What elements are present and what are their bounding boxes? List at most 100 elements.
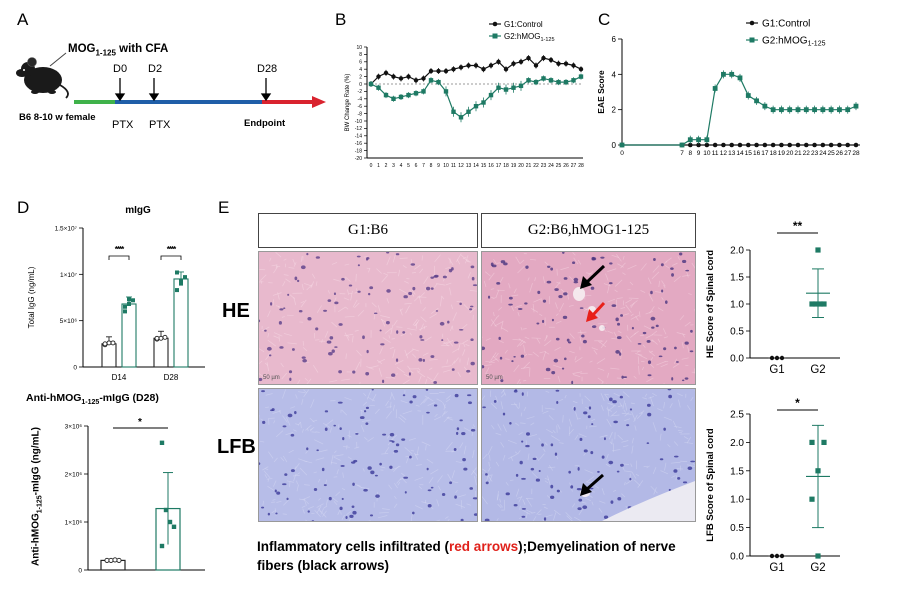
y-tick-label: -2 bbox=[358, 89, 363, 95]
data-point bbox=[787, 143, 792, 148]
y-tick-label: 0.5 bbox=[730, 327, 744, 338]
data-point bbox=[444, 89, 448, 93]
col-header-g1: G1:B6 bbox=[258, 213, 478, 248]
timeline-arrowhead bbox=[312, 96, 326, 108]
data-point bbox=[376, 86, 380, 90]
data-point bbox=[812, 143, 817, 148]
legend-marker-g2 bbox=[750, 38, 755, 43]
data-point bbox=[436, 69, 440, 73]
x-tick-label: 21 bbox=[526, 163, 532, 169]
data-point bbox=[729, 143, 734, 148]
data-point bbox=[754, 98, 759, 103]
data-point bbox=[481, 67, 485, 71]
x-tick-label: 0 bbox=[620, 150, 624, 157]
x-tick-label: 7 bbox=[422, 163, 425, 169]
data-point bbox=[804, 143, 809, 148]
data-point bbox=[376, 74, 380, 78]
legend-marker-g1 bbox=[750, 21, 755, 26]
data-point bbox=[845, 107, 850, 112]
y-tick-label: 1×10⁷ bbox=[60, 272, 78, 279]
x-tick-label: 11 bbox=[451, 163, 456, 169]
significance-bracket bbox=[161, 256, 181, 260]
data-point bbox=[556, 80, 560, 84]
data-point bbox=[541, 76, 545, 80]
data-point bbox=[421, 76, 425, 80]
day-label-d0: D0 bbox=[113, 63, 127, 75]
data-point bbox=[391, 97, 395, 101]
data-point bbox=[771, 107, 776, 112]
data-point bbox=[451, 67, 455, 71]
x-tick-label: 12 bbox=[720, 150, 728, 157]
x-tick-label: 26 bbox=[563, 163, 569, 169]
x-tick-label: 2 bbox=[385, 163, 388, 169]
x-tick-label: 19 bbox=[511, 163, 517, 169]
data-point bbox=[556, 61, 560, 65]
data-point bbox=[571, 78, 575, 82]
x-tick-label: 27 bbox=[571, 163, 577, 169]
data-point bbox=[796, 107, 801, 112]
data-point bbox=[721, 72, 726, 77]
data-point bbox=[534, 63, 538, 67]
chart-title: mIgG bbox=[125, 205, 151, 216]
x-tick-label: G1 bbox=[769, 562, 784, 574]
x-tick-label: 25 bbox=[556, 163, 562, 169]
y-tick-label: 0 bbox=[612, 141, 617, 150]
data-point bbox=[466, 63, 470, 67]
y-tick-label: -12 bbox=[355, 126, 362, 132]
legend-label-g2: G2:hMOG1-125 bbox=[504, 32, 555, 43]
x-tick-label: 23 bbox=[811, 150, 819, 157]
data-point bbox=[854, 104, 859, 109]
data-point bbox=[837, 143, 842, 148]
data-point bbox=[829, 143, 834, 148]
data-point bbox=[123, 305, 127, 309]
y-tick-label: -8 bbox=[358, 111, 363, 117]
x-tick-label: 0 bbox=[370, 163, 373, 169]
data-point bbox=[391, 74, 395, 78]
data-point bbox=[713, 143, 718, 148]
data-point bbox=[164, 508, 168, 512]
x-tick-label: 8 bbox=[688, 150, 692, 157]
anti-hmog-title: Anti-hMOG1-125-mIgG (D28) bbox=[26, 392, 159, 406]
data-point bbox=[127, 297, 131, 301]
data-point bbox=[620, 143, 625, 148]
data-point bbox=[821, 143, 826, 148]
y-tick-label: 5×10⁶ bbox=[60, 318, 78, 325]
x-tick-label: 19 bbox=[778, 150, 786, 157]
x-tick-label: 13 bbox=[466, 163, 472, 169]
data-point bbox=[399, 95, 403, 99]
x-tick-label: 10 bbox=[703, 150, 711, 157]
data-point bbox=[754, 143, 759, 148]
data-point bbox=[474, 63, 478, 67]
data-point bbox=[117, 558, 121, 562]
lfb-image-g1 bbox=[258, 388, 478, 522]
data-point bbox=[729, 72, 734, 77]
data-point bbox=[746, 93, 751, 98]
y-axis-label: LFB Score of Spinal cord bbox=[705, 428, 716, 542]
data-point bbox=[496, 60, 500, 64]
x-tick-label: 15 bbox=[745, 150, 753, 157]
data-point bbox=[414, 91, 418, 95]
data-point bbox=[704, 137, 709, 142]
x-tick-label: 17 bbox=[761, 150, 769, 157]
data-point bbox=[804, 107, 809, 112]
data-point bbox=[131, 298, 135, 302]
data-point bbox=[414, 78, 418, 82]
x-tick-label: 10 bbox=[443, 163, 449, 169]
data-point bbox=[496, 86, 500, 90]
x-tick-label: 9 bbox=[437, 163, 440, 169]
legend-label-g1: G1:Control bbox=[504, 20, 543, 29]
data-point bbox=[809, 497, 814, 502]
data-point bbox=[123, 309, 127, 313]
data-point bbox=[103, 342, 107, 346]
data-point bbox=[175, 288, 179, 292]
data-point bbox=[564, 80, 568, 84]
data-point bbox=[107, 341, 111, 345]
data-point bbox=[127, 302, 131, 306]
legend-marker-g1 bbox=[493, 22, 498, 27]
data-point bbox=[436, 80, 440, 84]
y-tick-label: 3×10⁶ bbox=[65, 424, 83, 431]
y-tick-label: 6 bbox=[612, 35, 617, 44]
